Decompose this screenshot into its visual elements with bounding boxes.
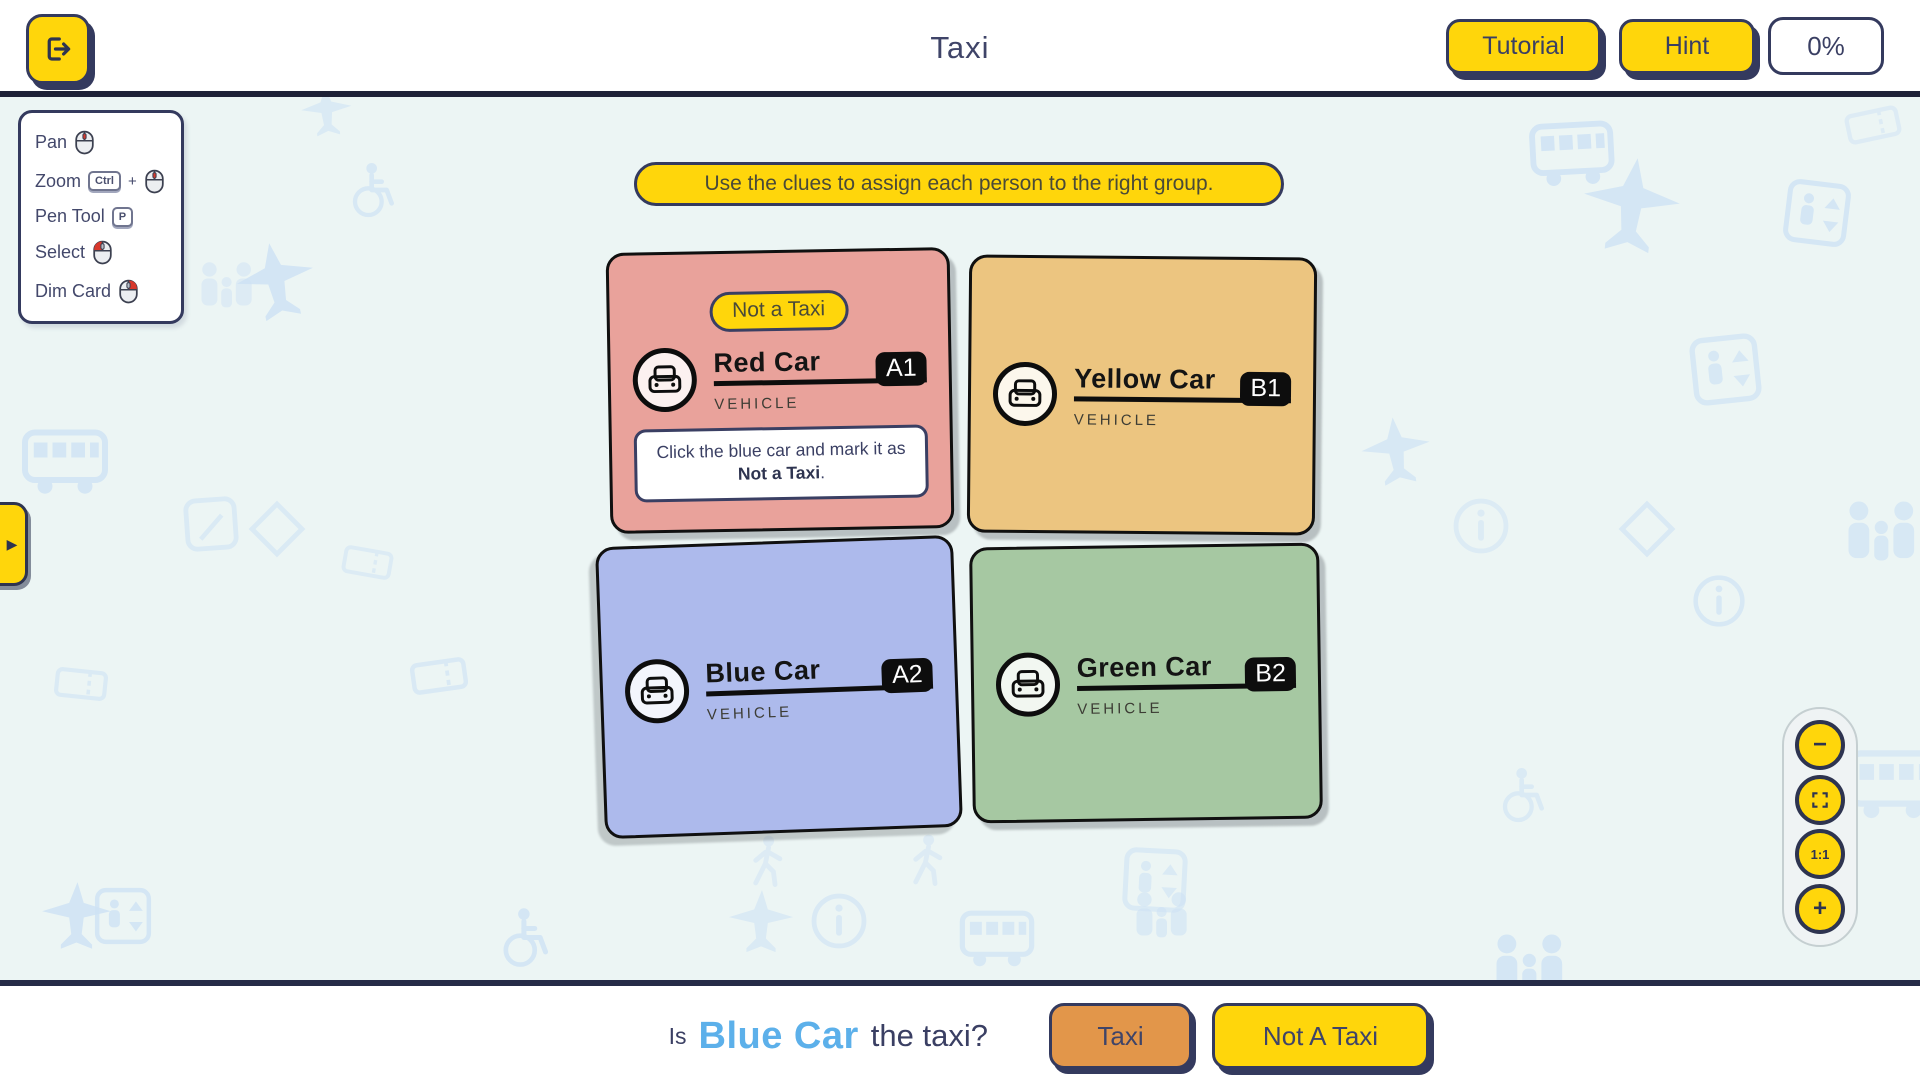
question-prefix: Is <box>668 1022 687 1049</box>
card-title: Red Car <box>713 346 821 379</box>
mouse-wheel-icon <box>75 130 94 155</box>
taxi-button[interactable]: Taxi <box>1049 1003 1192 1069</box>
bg-ticket-icon <box>1837 89 1908 160</box>
question-subject: Blue Car <box>698 1014 859 1057</box>
card-title: Green Car <box>1076 651 1213 684</box>
bg-info-icon <box>808 890 870 952</box>
card-badge: B2 <box>1245 657 1297 692</box>
not-a-taxi-button[interactable]: Not A Taxi <box>1212 1003 1429 1069</box>
bg-info-icon <box>1690 572 1748 630</box>
bg-ticket-icon <box>404 641 474 711</box>
mouse-wheel-icon <box>145 169 164 193</box>
card-badge: A2 <box>881 657 934 694</box>
mouse-right-button-icon <box>119 279 138 304</box>
hint-button[interactable]: Hint <box>1619 19 1755 74</box>
bg-walker-icon <box>738 833 796 891</box>
legend-label-zoom: Zoom <box>35 170 82 191</box>
bg-plane-icon <box>1355 410 1440 495</box>
bg-info-icon <box>1450 495 1512 557</box>
card-title: Yellow Car <box>1074 363 1216 395</box>
bg-bus-icon <box>958 898 1036 976</box>
zoom-out-button[interactable]: − <box>1795 720 1845 770</box>
top-bar: Taxi Tutorial Hint 0% <box>0 0 1920 97</box>
bg-diamond-icon <box>248 500 306 558</box>
clue-box: Click the blue car and mark it as Not a … <box>633 424 929 503</box>
legend-label-pen-tool: Pen Tool <box>35 206 105 227</box>
bg-diamond-icon <box>1618 500 1676 558</box>
bg-pen-icon <box>180 493 242 555</box>
p-key-icon: P <box>111 206 134 227</box>
card-badge: A1 <box>875 351 927 387</box>
bg-ticket-icon <box>336 531 400 595</box>
fullscreen-icon <box>1812 791 1828 808</box>
legend-row-zoom: Zoom Ctrl + <box>35 168 167 195</box>
zoom-controls: − 1:1 + <box>1782 707 1858 947</box>
question-bar: Is Blue Car the taxi? Taxi Not A Taxi <box>0 980 1920 1080</box>
card-yellow-car[interactable]: Yellow Car B1 VEHICLE <box>966 254 1318 536</box>
actual-size-button[interactable]: 1:1 <box>1795 829 1845 880</box>
card-category: VEHICLE <box>706 703 793 724</box>
clue-bold-text: Not a Taxi <box>737 462 821 485</box>
plus-separator: + <box>127 172 137 190</box>
bg-elevator-icon <box>1118 843 1192 917</box>
bg-plane-icon <box>227 232 328 333</box>
card-green-car[interactable]: Green Car B2 VEHICLE <box>969 542 1323 824</box>
ctrl-key-icon: Ctrl <box>88 171 121 192</box>
car-icon <box>623 658 691 725</box>
card-category: VEHICLE <box>1077 699 1163 718</box>
card-title: Blue Car <box>704 654 821 689</box>
not-a-taxi-tag: Not a Taxi <box>708 289 849 333</box>
zoom-in-button[interactable]: + <box>1795 883 1845 934</box>
legend-row-pan: Pan <box>35 129 167 156</box>
exit-icon <box>47 37 71 61</box>
legend-label-pan: Pan <box>35 131 68 152</box>
question-text: Is Blue Car the taxi? <box>669 986 988 1080</box>
legend-label-select: Select <box>35 242 86 263</box>
clue-period: . <box>820 462 826 483</box>
progress-indicator: 0% <box>1768 17 1884 75</box>
car-icon <box>992 361 1058 427</box>
card-category: VEHICLE <box>714 394 800 413</box>
controls-legend: Pan Zoom Ctrl + Pen Tool P <box>18 110 184 324</box>
instruction-banner: Use the clues to assign each person to t… <box>634 162 1284 206</box>
legend-row-select: Select <box>35 239 167 266</box>
bg-plane-icon <box>1575 150 1690 265</box>
car-icon <box>632 347 698 413</box>
bg-people-icon <box>195 255 260 320</box>
bg-wheelchair-icon <box>495 905 560 970</box>
mouse-left-button-icon <box>93 240 112 265</box>
legend-row-pen-tool: Pen Tool P <box>35 206 167 227</box>
question-suffix: the taxi? <box>870 1018 988 1053</box>
chevron-right-icon: ▶ <box>6 535 18 552</box>
exit-button[interactable] <box>26 14 90 84</box>
bg-people-icon <box>1130 885 1195 950</box>
bg-ticket-icon <box>49 652 113 716</box>
car-icon <box>995 652 1061 718</box>
legend-row-dim-card: Dim Card <box>35 278 167 305</box>
card-blue-car[interactable]: Blue Car A2 VEHICLE <box>595 534 963 840</box>
legend-label-dim-card: Dim Card <box>35 281 112 302</box>
fit-screen-button[interactable] <box>1795 774 1845 825</box>
bg-elevator-icon <box>92 885 154 947</box>
bg-elevator-icon <box>1684 328 1766 410</box>
tutorial-button[interactable]: Tutorial <box>1446 19 1601 74</box>
page-title: Taxi <box>930 30 990 65</box>
bg-wheelchair-icon <box>1495 765 1555 825</box>
drawer-expand-tab[interactable]: ▶ <box>0 502 28 586</box>
bg-elevator-icon <box>1778 174 1856 252</box>
bg-plane-icon <box>40 880 115 955</box>
bg-walker-icon <box>898 832 956 890</box>
card-category: VEHICLE <box>1073 411 1160 430</box>
bg-people-icon <box>1840 492 1920 577</box>
card-red-car[interactable]: Not a Taxi Red Car A1 VEHICLE Click the … <box>605 247 955 534</box>
bg-wheelchair-icon <box>345 160 405 220</box>
bg-plane-icon <box>727 888 797 958</box>
bg-bus-icon <box>1526 106 1618 198</box>
clue-text: Click the blue car and mark it as <box>656 437 906 462</box>
bg-bus-icon <box>20 415 110 505</box>
card-badge: B1 <box>1240 371 1292 407</box>
